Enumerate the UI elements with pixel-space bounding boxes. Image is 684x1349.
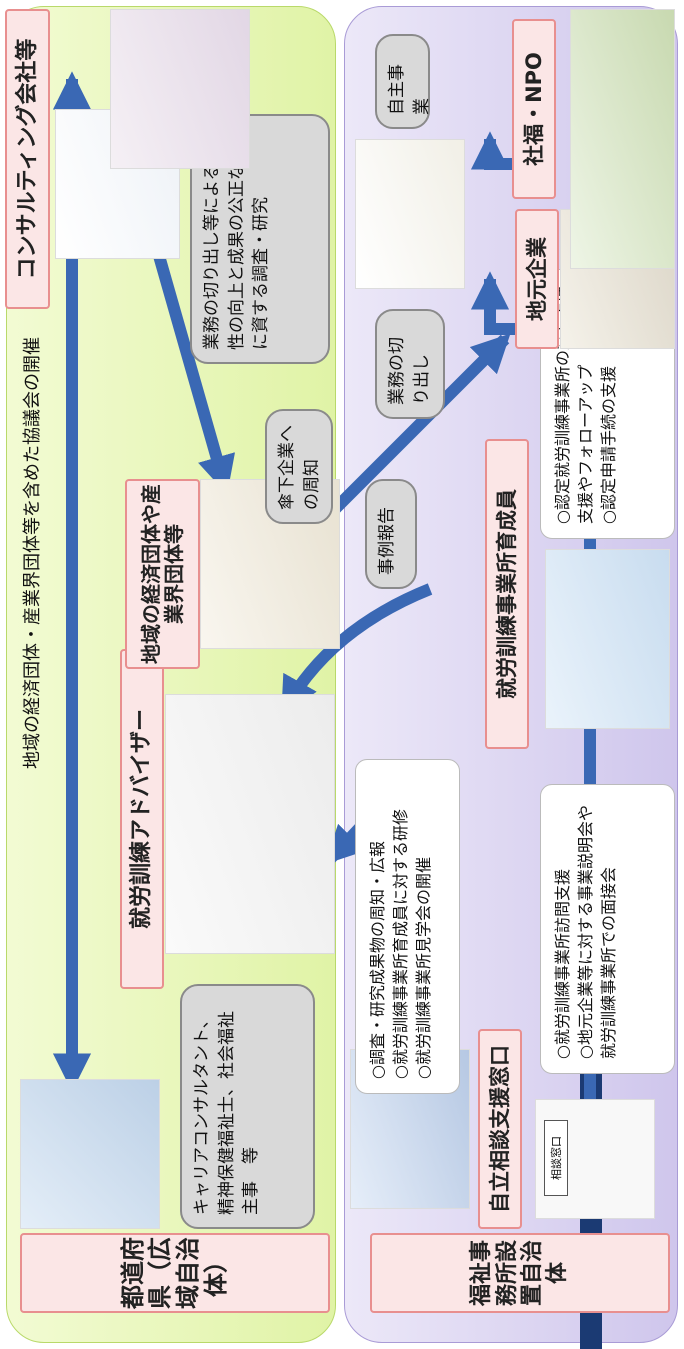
council-text-label: 地域の経済団体・産業界団体等を含めた協議会の開催 [22,337,43,769]
qualifications-box: キャリアコンサルタント、精神保健福祉士、社会福祉主事 等 [180,984,315,1229]
work-cutout-box: 業務の切り出し [375,309,445,419]
prefecture-building-image [20,1079,160,1229]
cultivator-illustration [545,549,670,729]
advisor-task-item: ○就労訓練事業所育成員に対する研修 [391,809,411,1079]
worker-illustration [355,139,465,289]
economic-org-label-text: 地域の経済団体や産業界団体等 [138,484,186,664]
economic-org-label: 地域の経済団体や産業界団体等 [125,479,200,669]
notify-text: 傘下企業への周知 [277,425,322,510]
cultivator-label: 就労訓練事業所育成員 [485,439,529,749]
case-report-arrow [279,583,433,716]
consulting-label: コンサルティング会社等 [5,9,50,309]
consulting-label-text: コンサルティング会社等 [14,38,40,280]
consult-task-item: ○就労訓練事業所訪問支援 [553,869,572,1059]
consult-window-illustration: 相談窓口 [535,1099,655,1219]
consult-window-label: 自立相談支援窓口 [478,1029,522,1229]
consult-task-item: ○地元企業等に対する事業説明会や就労訓練事業所での面接会 [576,805,619,1059]
notify-arrow [320,333,511,524]
consult-sign-text: 相談窓口 [550,1136,563,1180]
advisor-task-item: ○調査・研究成果物の周知・広報 [368,841,387,1079]
consult-tasks-box: ○就労訓練事業所訪問支援 ○地元企業等に対する事業説明会や就労訓練事業所での面接… [540,784,675,1074]
self-business-text: 自主事業 [387,64,432,115]
self-business-box: 自主事業 [375,34,432,129]
consult-window-label-text: 自立相談支援窓口 [487,1045,512,1213]
farm-illustration [570,9,675,269]
council-text: 地域の経済団体・産業界団体等を含めた協議会の開催 [20,249,100,769]
advisor-label: 就労訓練アドバイザー [120,649,164,989]
consulting-building-image [110,9,250,169]
case-report-text: 事例報告 [377,507,397,575]
qualifications-text: キャリアコンサルタント、精神保健福祉士、社会福祉主事 等 [192,1011,262,1215]
work-cutout-text: 業務の切り出し [387,337,432,405]
case-report-box: 事例報告 [365,479,417,589]
welfare-npo-label-text: 社福・NPO [521,52,546,166]
local-company-label: 地元企業 [515,209,559,349]
advisor-label-text: 就労訓練アドバイザー [129,709,155,930]
cultivator-label-text: 就労訓練事業所育成員 [494,489,519,699]
advisor-illustration [165,694,335,954]
prefecture-label-text: 都道府県（広域自治体） [118,1237,230,1309]
local-company-label-text: 地元企業 [524,237,549,321]
advisor-task-item: ○就労訓練事業所見学会の開催 [414,857,434,1079]
municipality-label-text: 福祉事務所設置自治体 [469,1240,571,1307]
welfare-npo-label: 社福・NPO [512,19,556,199]
advisor-tasks-box: ○調査・研究成果物の周知・広報 ○就労訓練事業所育成員に対する研修 ○就労訓練事… [355,759,460,1094]
consult-sign: 相談窓口 [544,1120,568,1196]
notify-box: 傘下企業への周知 [265,409,333,524]
municipality-label: 福祉事務所設置自治体 [370,1233,670,1313]
prefecture-label: 都道府県（広域自治体） [20,1233,330,1313]
